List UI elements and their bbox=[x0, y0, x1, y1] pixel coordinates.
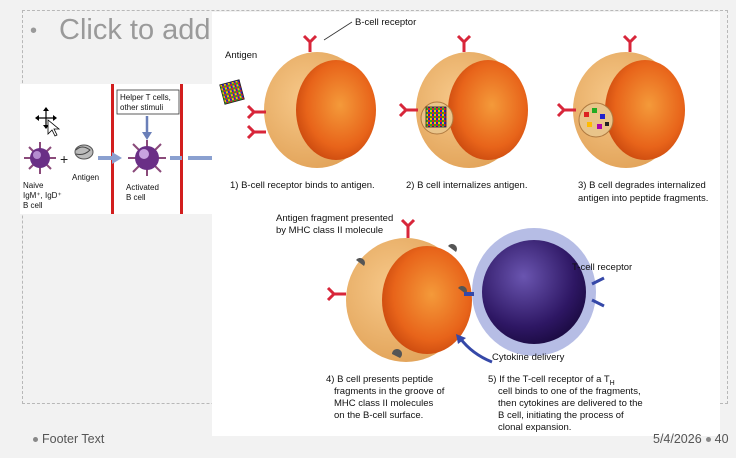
antigen-label: Antigen bbox=[72, 173, 99, 182]
step5-label-3: then cytokines are delivered to the bbox=[498, 398, 643, 409]
title-placeholder-text: Click to add bbox=[59, 14, 211, 46]
activated-b-cell bbox=[128, 140, 166, 176]
antigen-presentation-image[interactable]: B-cell receptor Antigen bbox=[212, 12, 720, 436]
b-cell-step4 bbox=[326, 218, 472, 362]
step5-label-5: clonal expansion. bbox=[498, 422, 571, 433]
footer-separator bbox=[705, 436, 711, 442]
helper-label: Helper T cells, bbox=[120, 93, 171, 102]
naive-bcell-label: B cell bbox=[23, 201, 43, 210]
step2-label: 2) B cell internalizes antigen. bbox=[406, 180, 527, 191]
step1-label: 1) B-cell receptor binds to antigen. bbox=[230, 180, 375, 191]
title-placeholder[interactable]: • Click to add bbox=[30, 14, 211, 47]
footer-date-area[interactable]: 5/4/2026 40 bbox=[653, 432, 729, 446]
antigen-label: Antigen bbox=[225, 50, 257, 61]
footer-bullet bbox=[33, 436, 38, 442]
footer-date: 5/4/2026 bbox=[653, 432, 702, 446]
bullet-dot: • bbox=[30, 19, 38, 42]
svg-text:+: + bbox=[60, 151, 68, 167]
t-cell bbox=[464, 228, 605, 356]
bcr-label: B-cell receptor bbox=[355, 17, 416, 28]
step4-label-2: fragments in the groove of bbox=[334, 386, 445, 397]
fragment-label-1: Antigen fragment presented bbox=[276, 213, 393, 224]
activated-bcell-label: B cell bbox=[126, 193, 146, 202]
step5-label-1: 5) If the T-cell receptor of a TH bbox=[488, 374, 615, 387]
footer-text-label: Footer Text bbox=[42, 432, 105, 446]
step4-label-3: MHC class II molecules bbox=[334, 398, 433, 409]
footer-text[interactable]: Footer Text bbox=[33, 432, 104, 446]
move-cursor-icon bbox=[35, 107, 61, 137]
b-cell-step3 bbox=[556, 34, 685, 168]
naive-label: Naive bbox=[23, 181, 44, 190]
fragment-label-2: by MHC class II molecule bbox=[276, 225, 383, 236]
antigen-knot bbox=[74, 144, 94, 160]
isotype-label: IgM⁺, IgD⁺ bbox=[23, 191, 62, 200]
b-cell-activation-image[interactable]: Helper T cells, other stimuli + Antigen bbox=[20, 84, 212, 214]
naive-b-cell bbox=[24, 142, 56, 174]
b-cell-activation-diagram: Helper T cells, other stimuli + Antigen bbox=[23, 84, 212, 214]
step3-label-2: antigen into peptide fragments. bbox=[578, 193, 708, 204]
step4-label-4: on the B-cell surface. bbox=[334, 410, 423, 421]
step4-label-1: 4) B cell presents peptide bbox=[326, 374, 433, 385]
tcr-label: T-cell receptor bbox=[572, 262, 632, 273]
b-cell-step1 bbox=[219, 34, 376, 168]
cytokine-label: Cytokine delivery bbox=[492, 352, 565, 363]
stimuli-label: other stimuli bbox=[120, 103, 163, 112]
step5-label-4: B cell, initiating the process of bbox=[498, 410, 624, 421]
step3-label-1: 3) B cell degrades internalized bbox=[578, 180, 706, 191]
activated-label: Activated bbox=[126, 183, 159, 192]
step5-label-2: cell binds to one of the fragments, bbox=[498, 386, 641, 397]
page-number: 40 bbox=[714, 432, 729, 446]
b-cell-step2 bbox=[398, 34, 528, 168]
antigen-presentation-diagram: B-cell receptor Antigen bbox=[219, 17, 708, 433]
